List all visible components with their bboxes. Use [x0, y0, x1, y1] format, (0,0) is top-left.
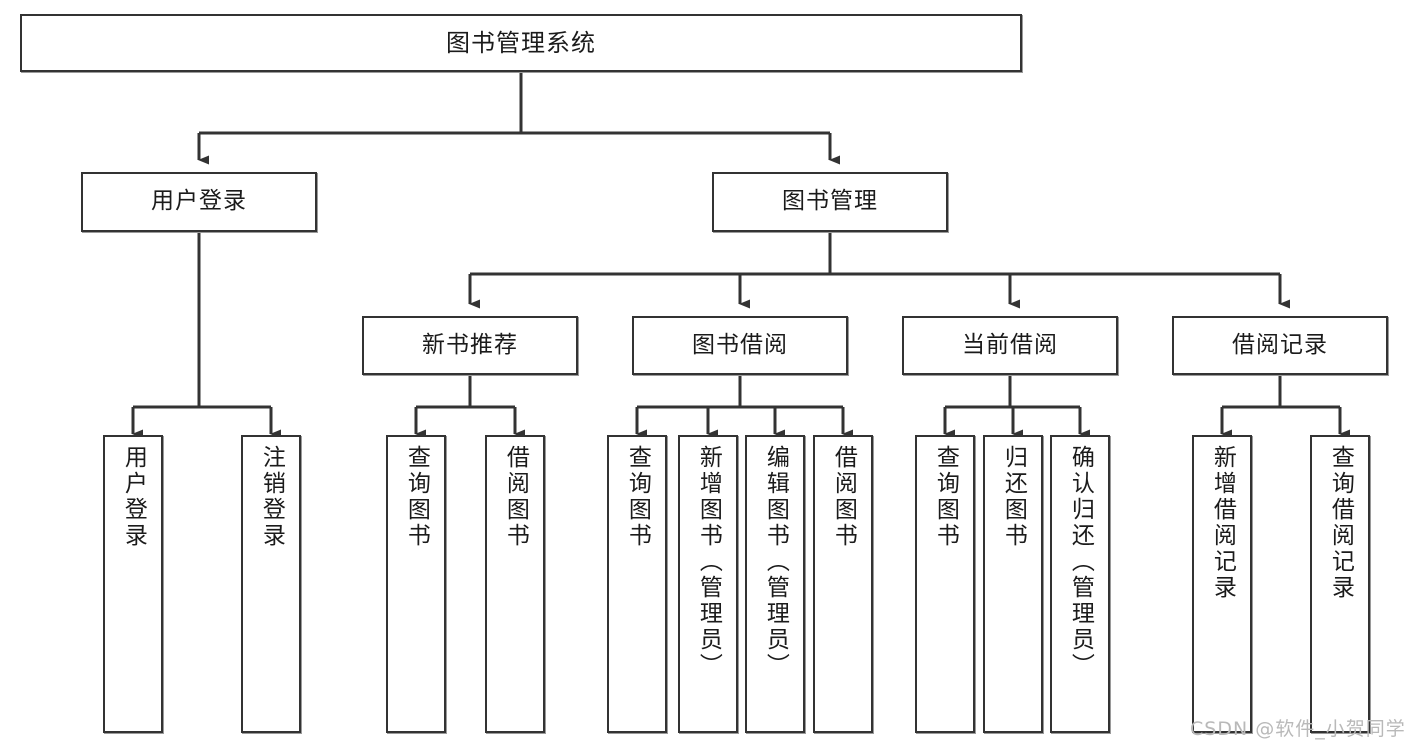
leaf-label: 查询图书: [932, 445, 959, 549]
leaf-book-borrow-borrow[interactable]: 借阅图书: [813, 435, 873, 733]
leaf-label: 查询图书: [624, 445, 651, 549]
leaf-label: 归还图书: [1000, 445, 1027, 549]
node-borrow-record[interactable]: 借阅记录: [1172, 316, 1388, 375]
leaf-label: 新增借阅记录: [1209, 445, 1236, 601]
leaf-user-login-logout[interactable]: 注销登录: [241, 435, 301, 733]
node-new-book-recommend[interactable]: 新书推荐: [362, 316, 578, 375]
node-current-borrow[interactable]: 当前借阅: [902, 316, 1118, 375]
leaf-borrow-record-add[interactable]: 新增借阅记录: [1192, 435, 1252, 733]
leaf-new-book-query[interactable]: 查询图书: [386, 435, 446, 733]
leaf-label: 借阅图书: [830, 445, 857, 549]
leaf-label: 用户登录: [120, 445, 147, 549]
node-root-system[interactable]: 图书管理系统: [20, 14, 1022, 72]
leaf-label: 注销登录: [258, 445, 285, 549]
leaf-current-borrow-confirm-return[interactable]: 确认归还（管理员）: [1050, 435, 1110, 733]
leaf-label: 编辑图书（管理员）: [762, 445, 789, 679]
leaf-label: 查询图书: [403, 445, 430, 549]
leaf-book-borrow-edit[interactable]: 编辑图书（管理员）: [745, 435, 805, 733]
leaf-new-book-borrow[interactable]: 借阅图书: [485, 435, 545, 733]
leaf-user-login-login[interactable]: 用户登录: [103, 435, 163, 733]
leaf-current-borrow-return[interactable]: 归还图书: [983, 435, 1043, 733]
leaf-book-borrow-query[interactable]: 查询图书: [607, 435, 667, 733]
leaf-label: 查询借阅记录: [1327, 445, 1354, 601]
leaf-label: 借阅图书: [502, 445, 529, 549]
node-user-login[interactable]: 用户登录: [81, 172, 317, 232]
node-book-borrow[interactable]: 图书借阅: [632, 316, 848, 375]
leaf-current-borrow-query[interactable]: 查询图书: [915, 435, 975, 733]
leaf-book-borrow-add[interactable]: 新增图书（管理员）: [678, 435, 738, 733]
csdn-watermark: CSDN @软件_小贺同学: [1190, 718, 1405, 740]
leaf-label: 确认归还（管理员）: [1067, 445, 1094, 679]
leaf-label: 新增图书（管理员）: [695, 445, 722, 679]
leaf-borrow-record-query[interactable]: 查询借阅记录: [1310, 435, 1370, 733]
node-book-management[interactable]: 图书管理: [712, 172, 948, 232]
